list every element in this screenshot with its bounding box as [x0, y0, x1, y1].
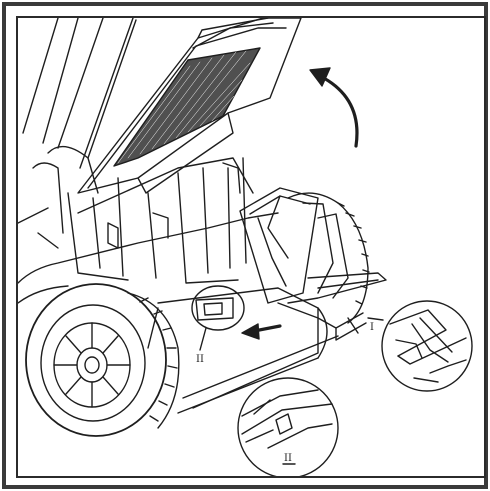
straight-insert-arrow-icon [241, 323, 282, 340]
callout-label-ii-large: II [284, 453, 292, 464]
detail-inset-one [381, 300, 473, 392]
curved-lift-arrow-icon [309, 67, 359, 148]
figure-inner-border: II I [16, 16, 486, 478]
rear-wheel-right [287, 192, 370, 324]
leader-line-detail-one [367, 317, 384, 321]
discharge-chute [239, 187, 387, 341]
mower-body [18, 145, 279, 304]
callout-label-i: I [370, 322, 374, 333]
mount-bracket [191, 285, 245, 351]
assembly-diagram: II I [18, 18, 473, 476]
detail-inset-two [237, 377, 339, 476]
deck-roller [147, 287, 339, 414]
catcher-lid [77, 18, 302, 194]
callout-label-ii-small: II [196, 354, 204, 365]
front-wheel-left [25, 283, 180, 437]
handle-bars [22, 18, 137, 169]
